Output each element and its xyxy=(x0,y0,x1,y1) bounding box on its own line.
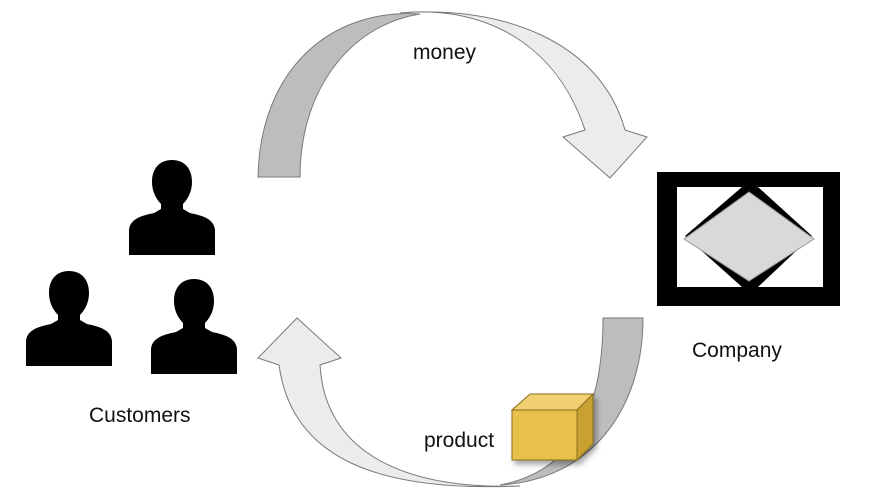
product-label: product xyxy=(424,429,495,452)
money-flow-arrow xyxy=(257,11,648,179)
company-logo-icon xyxy=(657,172,840,306)
customers-label: Customers xyxy=(89,404,191,427)
product-box-front xyxy=(511,409,578,461)
product-box-icon xyxy=(510,392,595,462)
product-flow-arrow xyxy=(257,317,644,488)
product-arrow-light-part xyxy=(257,317,521,488)
money-label: money xyxy=(413,41,477,64)
money-arrow-light-part xyxy=(399,11,648,179)
money-arrow-dark-part xyxy=(257,13,421,178)
company-label: Company xyxy=(692,339,782,362)
customers-group xyxy=(26,160,237,374)
person-silhouette-icon xyxy=(151,279,237,374)
person-silhouette-icon xyxy=(129,160,215,255)
person-silhouette-icon xyxy=(26,271,112,366)
product-arrow-dark-part xyxy=(499,317,644,486)
company-logo-diamond xyxy=(683,191,815,282)
